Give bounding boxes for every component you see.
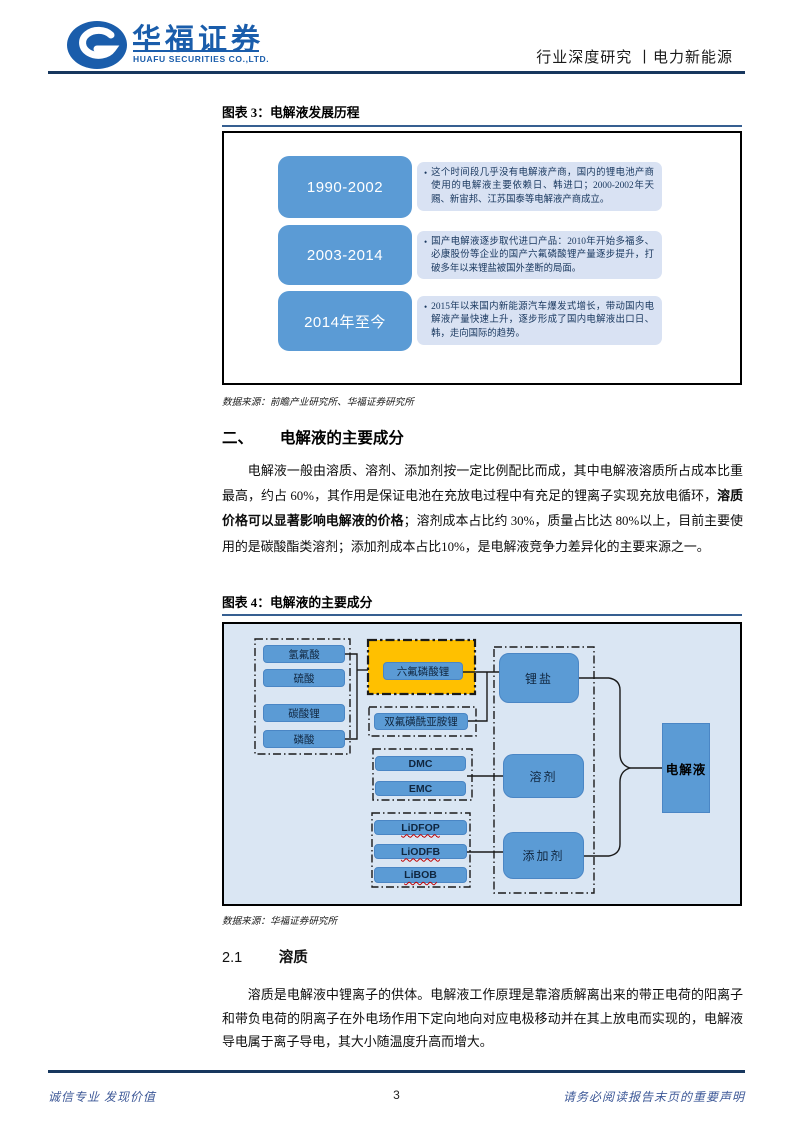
timeline-desc-text: 国产电解液逐步取代进口产品：2010年开始多福多、必康股份等企业的国产六氟磷酸锂… — [431, 237, 654, 274]
node-lithium-salt-category: 锂盐 — [499, 653, 579, 703]
bullet-icon: • — [424, 237, 428, 247]
paragraph-text: ；溶剂成本占比约 30%，质量占比达 80%以上，目前主要使用的是碳酸酯类溶剂；… — [222, 514, 744, 554]
header-separator: 丨 — [636, 50, 653, 66]
section2-number: 二、 — [222, 430, 254, 447]
node-hydrofluoric-acid: 氢氟酸 — [263, 645, 345, 663]
paragraph-bold-text: 溶质价格可以显著影响电解液的价格 — [222, 489, 744, 529]
additive-label: LiBOB — [404, 869, 437, 881]
node-solvent-category: 溶剂 — [503, 754, 584, 798]
bullet-icon: • — [424, 168, 428, 178]
figure4-title: 图表 4：电解液的主要成分 — [222, 596, 373, 610]
footer-disclaimer: 请务必阅读报告末页的重要声明 — [562, 1090, 745, 1104]
timeline-desc-1: • 这个时间段几乎没有电解液产商，国内的锂电池产商使用的电解液主要依赖日、韩进口… — [417, 162, 662, 211]
figure3-source: 数据来源：前瞻产业研究所、华福证券研究所 — [222, 397, 414, 408]
footer-slogan: 诚信专业 发现价值 — [48, 1090, 157, 1104]
section21-number: 2.1 — [222, 950, 243, 966]
figure4-source: 数据来源：华福证券研究所 — [222, 916, 338, 927]
node-libob: LiBOB — [374, 867, 467, 883]
header-divider — [48, 71, 745, 74]
node-lipf6: 六氟磷酸锂 — [383, 662, 463, 680]
additive-label: LiODFB — [400, 845, 441, 858]
section21-title: 溶质 — [278, 950, 308, 966]
node-liodfb: LiODFB — [374, 844, 467, 859]
node-electrolyte-output: 电解液 — [662, 723, 710, 813]
huafu-logo-icon — [66, 20, 128, 70]
node-additive-category: 添加剂 — [503, 832, 584, 879]
node-phosphoric-acid: 磷酸 — [263, 730, 345, 748]
section2-heading: 二、 电解液的主要成分 — [222, 426, 404, 448]
node-lifsi: 双氟磺酰亚胺锂 — [374, 713, 468, 730]
timeline-period-2: 2003-2014 — [278, 225, 412, 285]
node-emc: EMC — [375, 781, 466, 796]
paragraph-text: 溶质是电解液中锂离子的供体。电解液工作原理是靠溶质解离出来的带正电荷的阳离子和带… — [222, 988, 743, 1050]
timeline-desc-text: 这个时间段几乎没有电解液产商，国内的锂电池产商使用的电解液主要依赖日、韩进口；2… — [431, 168, 654, 205]
timeline-period-1: 1990-2002 — [278, 156, 412, 218]
figure4-components-diagram: 氢氟酸 硫酸 碳酸锂 磷酸 六氟磷酸锂 双氟磺酰亚胺锂 DMC EMC LiDF… — [222, 622, 742, 906]
doc-type-label: 行业深度研究 — [536, 50, 633, 66]
section2-paragraph: 电解液一般由溶质、溶剂、添加剂按一定比例配比而成，其中电解液溶质所占成本比重最高… — [222, 459, 743, 560]
timeline-period-3: 2014年至今 — [278, 291, 412, 351]
node-sulfuric-acid: 硫酸 — [263, 669, 345, 687]
section2-title: 电解液的主要成分 — [279, 430, 404, 447]
node-dmc: DMC — [375, 756, 466, 771]
timeline-desc-3: • 2015年以来国内新能源汽车爆发式增长，带动国内电解液产量快速上升，逐步形成… — [417, 296, 662, 345]
figure4-title-rule — [222, 614, 742, 616]
header-report-type: 行业深度研究 丨电力新能源 — [536, 46, 733, 67]
section21-heading: 2.1 溶质 — [222, 946, 308, 967]
node-lidfop: LiDFOP — [374, 820, 467, 835]
section21-paragraph: 溶质是电解液中锂离子的供体。电解液工作原理是靠溶质解离出来的带正电荷的阳离子和带… — [222, 984, 743, 1055]
figure3-title-rule — [222, 125, 742, 127]
node-lithium-carbonate: 碳酸锂 — [263, 704, 345, 722]
paragraph-text: 电解液一般由溶质、溶剂、添加剂按一定比例配比而成，其中电解液溶质所占成本比重最高… — [222, 464, 743, 504]
bullet-icon: • — [424, 302, 428, 312]
additive-label: LiDFOP — [401, 821, 440, 834]
sector-label: 电力新能源 — [652, 50, 733, 66]
brand-name-en: HUAFU SECURITIES CO.,LTD. — [133, 54, 270, 64]
timeline-desc-text: 2015年以来国内新能源汽车爆发式增长，带动国内电解液产量快速上升，逐步形成了国… — [431, 302, 654, 339]
figure3-timeline-chart: 1990-2002 • 这个时间段几乎没有电解液产商，国内的锂电池产商使用的电解… — [222, 131, 742, 385]
timeline-desc-2: • 国产电解液逐步取代进口产品：2010年开始多福多、必康股份等企业的国产六氟磷… — [417, 231, 662, 279]
page-number: 3 — [393, 1088, 400, 1102]
figure3-title: 图表 3：电解液发展历程 — [222, 106, 360, 120]
footer-divider — [48, 1070, 745, 1073]
brand-rule — [133, 50, 259, 52]
